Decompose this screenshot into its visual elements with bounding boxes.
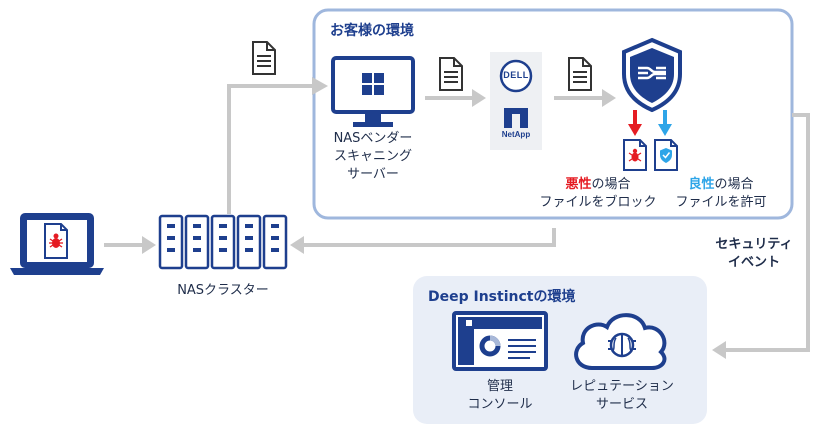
bug-icon bbox=[628, 148, 642, 162]
bug-icon bbox=[49, 233, 63, 248]
arrow-nas-to-vendor-server bbox=[227, 77, 328, 214]
benign-action-label: 良性の場合 ファイルを許可 bbox=[675, 177, 767, 210]
netapp-logo-text: NetApp bbox=[501, 130, 531, 139]
malicious-action-label: 悪性の場合 ファイルをブロック bbox=[539, 177, 657, 210]
document-icon bbox=[252, 41, 276, 75]
infected-file-icon bbox=[44, 223, 68, 259]
arrow-laptop-to-nas bbox=[104, 236, 156, 254]
arrow-server-to-vendors bbox=[425, 89, 486, 107]
reputation-service-label: レピュテーション サービス bbox=[570, 379, 674, 412]
security-event-label: セキュリティ イベント bbox=[715, 237, 793, 270]
windows-logo-icon bbox=[362, 73, 384, 95]
deep-instinct-logo-icon bbox=[638, 66, 666, 80]
netapp-logo bbox=[504, 108, 528, 128]
malicious-down-arrow bbox=[628, 110, 642, 136]
vendor-logos-panel bbox=[490, 52, 542, 150]
dell-logo bbox=[499, 59, 533, 93]
benign-file-icon bbox=[654, 139, 678, 171]
deep-instinct-environment-title: Deep Instinctの環境 bbox=[428, 289, 576, 305]
deep-instinct-shield-icon bbox=[622, 37, 682, 113]
malicious-file-icon bbox=[623, 139, 647, 171]
management-console-label: 管理 コンソール bbox=[467, 379, 533, 412]
donut-chart-icon bbox=[479, 335, 501, 357]
reputation-cloud-icon bbox=[574, 313, 667, 370]
brain-chip-icon bbox=[608, 332, 636, 358]
windows-server-monitor-icon bbox=[331, 56, 415, 127]
management-console-icon bbox=[452, 311, 548, 371]
nas-cluster-label: NASクラスター bbox=[177, 283, 269, 298]
nas-cluster-icon bbox=[158, 214, 288, 270]
laptop-icon bbox=[10, 213, 104, 275]
nas-vendor-server-label: NASベンダー スキャニング サーバー bbox=[333, 131, 413, 182]
arrow-vendors-to-shield bbox=[554, 89, 616, 107]
document-icon bbox=[568, 57, 592, 91]
shield-check-icon bbox=[660, 148, 672, 163]
customer-environment-title: お客様の環境 bbox=[330, 23, 414, 39]
arrow-security-event bbox=[712, 113, 810, 359]
dell-logo-text: DELL bbox=[503, 70, 529, 80]
benign-down-arrow bbox=[658, 110, 672, 136]
arrow-return-to-nas bbox=[290, 228, 556, 254]
document-icon bbox=[439, 57, 463, 91]
